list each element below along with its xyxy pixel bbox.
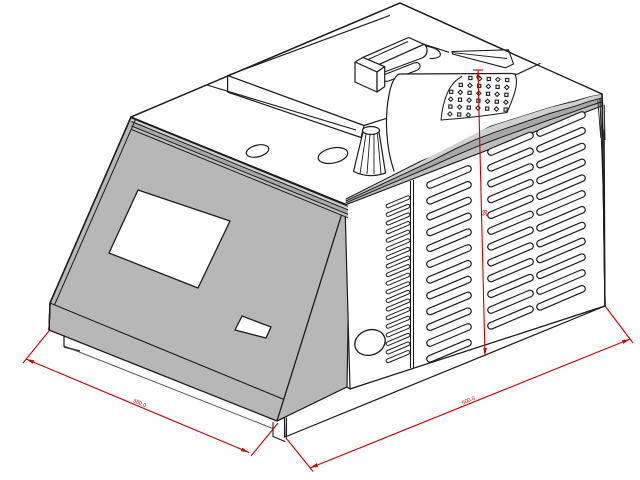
svg-text:350.0: 350.0 xyxy=(132,398,147,409)
svg-text:38: 38 xyxy=(483,209,489,216)
svg-text:500.0: 500.0 xyxy=(461,396,476,407)
